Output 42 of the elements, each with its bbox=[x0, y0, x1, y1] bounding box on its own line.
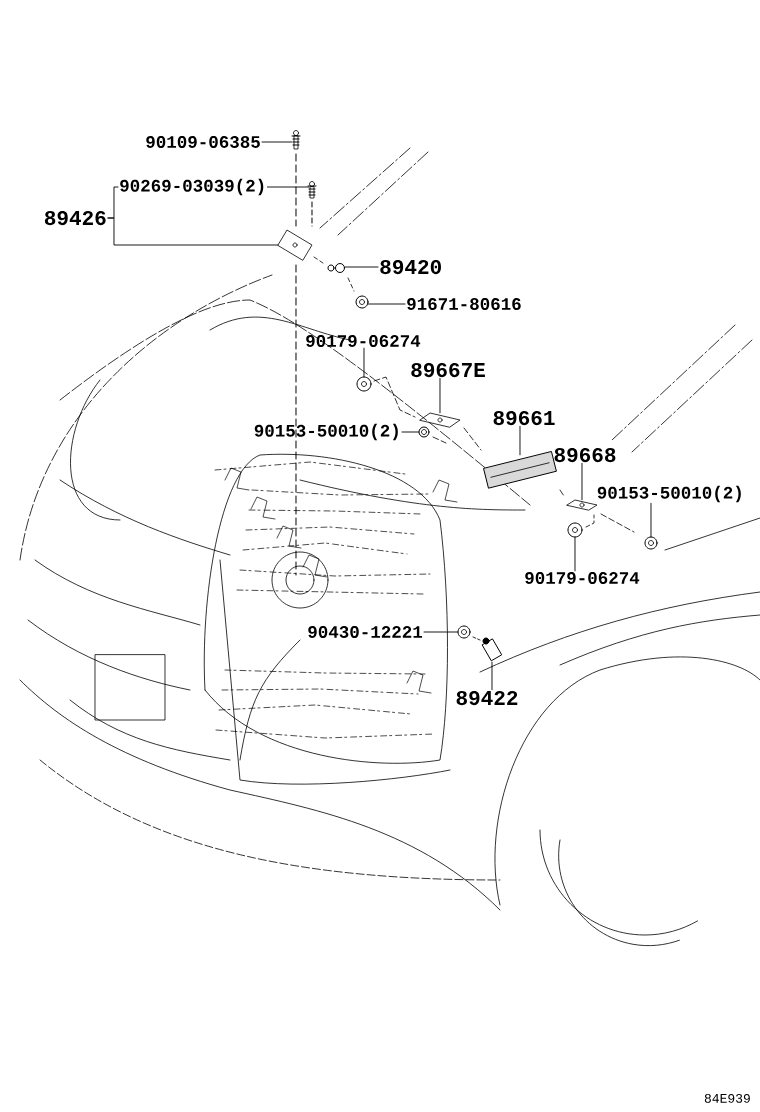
leader-line bbox=[107, 217, 279, 246]
part-number: 89426 bbox=[44, 210, 106, 226]
leader-line bbox=[574, 536, 576, 572]
bracket-picture bbox=[566, 499, 598, 511]
bracket-picture bbox=[277, 229, 313, 261]
nut-picture bbox=[356, 376, 372, 392]
nut-picture bbox=[355, 295, 369, 309]
part-number: 89661 bbox=[493, 410, 555, 426]
sensor-picture bbox=[481, 637, 503, 662]
part-number: 90269-03039(2) bbox=[120, 178, 264, 196]
leader-line bbox=[261, 141, 293, 143]
nut-picture bbox=[457, 625, 471, 639]
nut-picture bbox=[644, 536, 658, 550]
leader-line bbox=[581, 462, 583, 501]
part-number: 89422 bbox=[456, 690, 518, 706]
part-number: 90430-12221 bbox=[308, 626, 423, 638]
part-number: 91671-80616 bbox=[407, 298, 521, 310]
leader-line bbox=[367, 303, 406, 305]
leader-line bbox=[401, 431, 420, 433]
leader-line bbox=[423, 631, 459, 633]
part-number: 90179-06274 bbox=[525, 572, 640, 584]
bracket-picture bbox=[419, 412, 461, 428]
part-number: 89420 bbox=[380, 259, 441, 275]
drawing-code: 84E939 bbox=[704, 1093, 750, 1103]
part-number: 89667E bbox=[411, 362, 485, 378]
part-number: 90179-06274 bbox=[306, 335, 421, 347]
leader-line bbox=[650, 502, 652, 538]
leader-line bbox=[266, 186, 310, 188]
leader-line bbox=[344, 266, 379, 268]
leader-line bbox=[519, 425, 521, 456]
part-number: 89668 bbox=[554, 447, 616, 463]
nut-picture bbox=[567, 522, 583, 538]
leader-line bbox=[363, 347, 365, 378]
bolt-picture bbox=[291, 130, 301, 150]
part-number: 90109-06385 bbox=[146, 136, 260, 148]
part-number: 90153-50010(2) bbox=[254, 423, 398, 441]
nut-picture bbox=[418, 426, 430, 438]
part-number: 90153-50010(2) bbox=[597, 485, 741, 503]
clip-picture bbox=[327, 263, 345, 273]
bolt-picture bbox=[307, 181, 317, 199]
leader-line bbox=[491, 661, 493, 691]
leader-line bbox=[439, 377, 441, 414]
